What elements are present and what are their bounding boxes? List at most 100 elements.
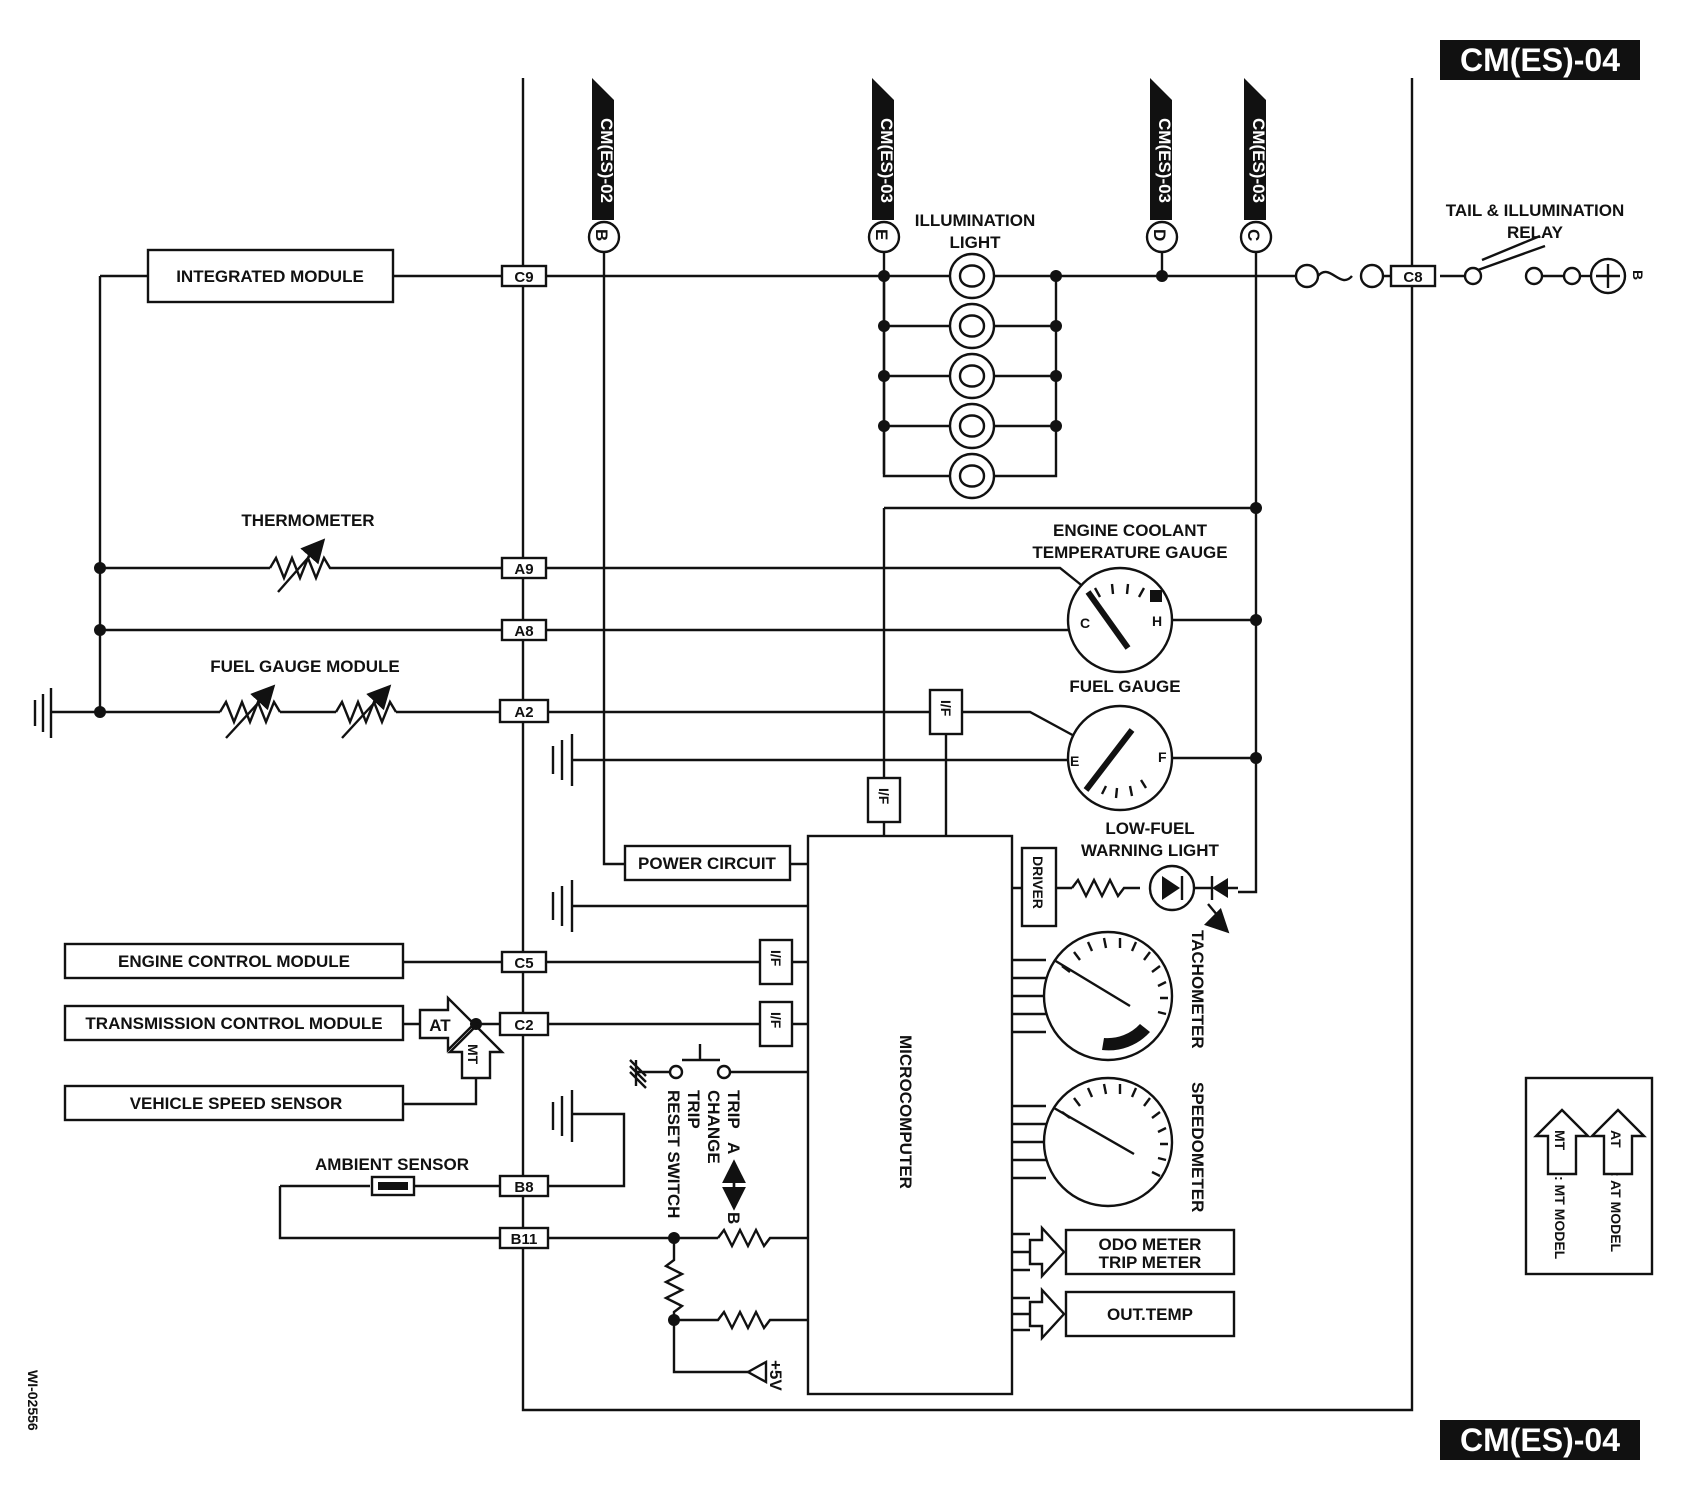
off-page-ref-c: CM(ES)-03 C [1239,78,1273,254]
svg-text:I/F: I/F [768,1012,784,1029]
meter-frame [521,78,1414,1412]
svg-text:: MT MODEL: : MT MODEL [1552,1176,1568,1260]
integrated-module [146,248,395,304]
fuse [1294,263,1385,289]
connector-b8: B8 [498,1174,550,1198]
svg-text:TRIP: TRIP [724,1090,743,1129]
svg-text:C5: C5 [514,955,533,972]
svg-text:B8: B8 [514,1179,533,1196]
transmission-control-module [63,1004,405,1042]
thermometer-label: THERMOMETER [241,511,374,530]
low-fuel-label-2: WARNING LIGHT [1081,841,1219,860]
svg-text:TRANSMISSION CONTROL MODULE: TRANSMISSION CONTROL MODULE [85,1014,382,1033]
legend-mt-icon: MT : MT MODEL [1533,1108,1591,1260]
off-page-ref-b: CM(ES)-02 B [587,78,621,254]
ground-ambient [548,1090,626,1188]
svg-text:AT: AT [429,1016,451,1035]
svg-text:D: D [1150,229,1169,241]
svg-text:CM(ES)-04: CM(ES)-04 [1460,1422,1620,1458]
svg-text:C: C [1244,229,1263,241]
svg-text:B: B [724,1212,743,1224]
svg-text:C9: C9 [514,269,533,286]
svg-text:C8: C8 [1403,269,1422,286]
svg-text:C2: C2 [514,1017,533,1034]
engine-control-module [63,942,405,980]
if-tcm: I/F [758,1000,794,1048]
legend-at-icon: AT : AT MODEL [1589,1108,1647,1253]
mt-selector: MT [447,1024,505,1080]
svg-text:F: F [1158,749,1167,765]
low-fuel-warning-light [1148,864,1238,934]
svg-text:E: E [1070,753,1079,769]
connector-c5: C5 [500,950,548,974]
svg-text:RESET SWITCH: RESET SWITCH [664,1090,683,1218]
fuel-gauge: E F [1066,704,1174,812]
svg-text:B11: B11 [511,1231,538,1248]
svg-text:I/F: I/F [876,788,892,805]
off-page-ref-e: CM(ES)-03 E [867,78,901,254]
out-temp-display [1064,1290,1236,1338]
ground-gauges [551,734,1068,786]
connector-a9: A9 [500,556,548,580]
svg-text:MT: MT [1552,1130,1568,1151]
at-selector: AT [418,995,476,1053]
tachometer-label: TACHOMETER [1188,930,1207,1049]
low-fuel-label-1: LOW-FUEL [1105,819,1194,838]
illumination-label-1: ILLUMINATION [915,211,1036,230]
svg-text:CM(ES)-03: CM(ES)-03 [1249,118,1268,203]
svg-text:A2: A2 [514,704,533,721]
svg-text:B: B [592,229,611,241]
trip-change-switch [629,1044,808,1089]
svg-text:MT: MT [465,1044,481,1065]
tail-illumination-relay [1463,244,1590,286]
svg-text:CM(ES)-04: CM(ES)-04 [1460,42,1620,78]
ect-gauge-label-1: ENGINE COOLANT [1053,521,1208,540]
fuel-gauge-module [218,684,398,739]
svg-text:DRIVER: DRIVER [1030,856,1046,909]
low-fuel-resistor [1071,877,1140,899]
connector-a2: A2 [498,698,550,724]
if-ecm: I/F [758,938,794,986]
svg-text:CHANGE: CHANGE [704,1090,723,1164]
svg-text:TRIP METER: TRIP METER [1099,1253,1202,1272]
odo-output-arrow [1012,1224,1066,1280]
figure-id: WI-02556 [25,1370,41,1431]
illumination-lamps [884,252,1056,500]
connector-b11: B11 [498,1226,550,1250]
svg-text:ENGINE CONTROL MODULE: ENGINE CONTROL MODULE [118,952,350,971]
svg-text:CM(ES)-02: CM(ES)-02 [597,118,616,203]
svg-text:INTEGRATED MODULE: INTEGRATED MODULE [176,267,364,286]
thermometer-resistor [268,538,335,593]
svg-text:: AT MODEL: : AT MODEL [1608,1172,1624,1253]
svg-text:CM(ES)-03: CM(ES)-03 [1155,118,1174,203]
svg-text:A9: A9 [514,561,533,578]
svg-text:+5V: +5V [766,1360,785,1391]
fuel-gauge-label: FUEL GAUGE [1069,677,1180,696]
svg-text:MICROCOMPUTER: MICROCOMPUTER [896,1035,915,1189]
svg-text:B: B [1630,270,1646,280]
svg-text:I/F: I/F [938,700,954,717]
outtemp-output-arrow [1012,1286,1066,1342]
svg-text:OUT.TEMP: OUT.TEMP [1107,1305,1193,1324]
svg-text:POWER CIRCUIT: POWER CIRCUIT [638,854,777,873]
speedometer-label: SPEEDOMETER [1188,1082,1207,1212]
connector-c8: C8 [1389,264,1437,288]
svg-text:I/F: I/F [768,950,784,967]
ambient-resistors [663,1227,808,1385]
ground-micro [551,880,808,932]
page-ref-top: CM(ES)-04 [1440,40,1640,80]
page-ref-bottom: CM(ES)-04 [1440,1420,1640,1460]
connector-c2: C2 [498,1011,550,1037]
svg-text:TRIP: TRIP [684,1090,703,1129]
tachometer [1012,930,1174,1062]
illumination-label-2: LIGHT [950,233,1002,252]
svg-text:ODO METER: ODO METER [1099,1235,1202,1254]
svg-text:VEHICLE SPEED SENSOR: VEHICLE SPEED SENSOR [130,1094,343,1113]
ground-left [33,688,100,738]
svg-text:E: E [872,229,891,240]
svg-text:AT: AT [1608,1130,1624,1148]
ect-gauge: C H [1066,566,1174,674]
ambient-sensor-label: AMBIENT SENSOR [315,1155,469,1174]
if-fuel: I/F [928,688,964,736]
